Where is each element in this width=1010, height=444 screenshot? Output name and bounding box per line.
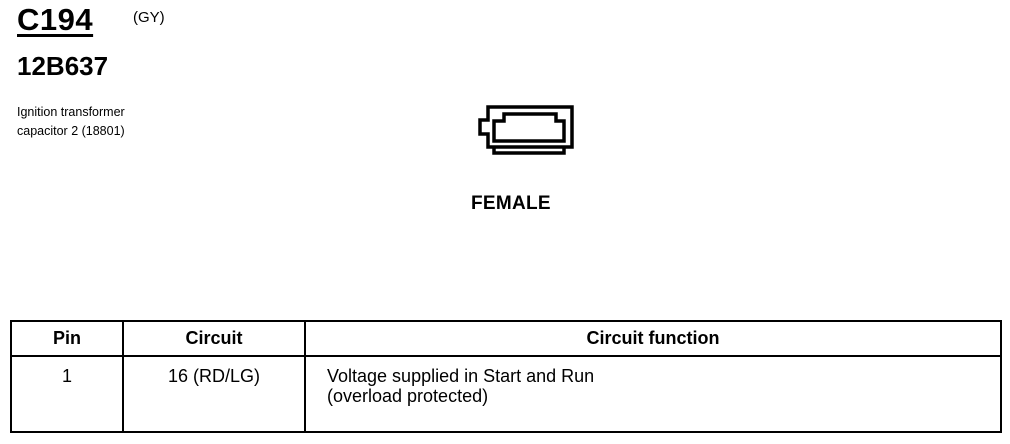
- connector-description: Ignition transformer capacitor 2 (18801): [17, 103, 217, 141]
- circuit-function-cell: Voltage supplied in Start and Run (overl…: [305, 356, 1001, 432]
- table-row: 1 16 (RD/LG) Voltage supplied in Start a…: [11, 356, 1001, 432]
- wire-color: (GY): [133, 9, 165, 26]
- description-line: Ignition transformer: [17, 105, 125, 119]
- circuit-function-line: (overload protected): [327, 386, 489, 406]
- column-header-pin: Pin: [11, 321, 124, 357]
- column-header-circuit-function: Circuit function: [305, 321, 1001, 357]
- part-number: 12B637: [17, 51, 109, 81]
- connector-id: C194: [17, 2, 94, 37]
- pin-table: Pin Circuit Circuit function 1 16 (RD/LG…: [10, 320, 1002, 433]
- pin-table-header-row: Pin Circuit Circuit function: [11, 321, 1001, 357]
- connector-face-icon: [478, 105, 574, 155]
- column-header-circuit: Circuit: [123, 321, 306, 357]
- circuit-function-line: Voltage supplied in Start and Run: [327, 366, 595, 386]
- circuit-cell: 16 (RD/LG): [123, 356, 306, 432]
- connector-gender-label: FEMALE: [471, 193, 551, 214]
- description-line: capacitor 2 (18801): [17, 124, 125, 138]
- pin-number-cell: 1: [11, 356, 124, 432]
